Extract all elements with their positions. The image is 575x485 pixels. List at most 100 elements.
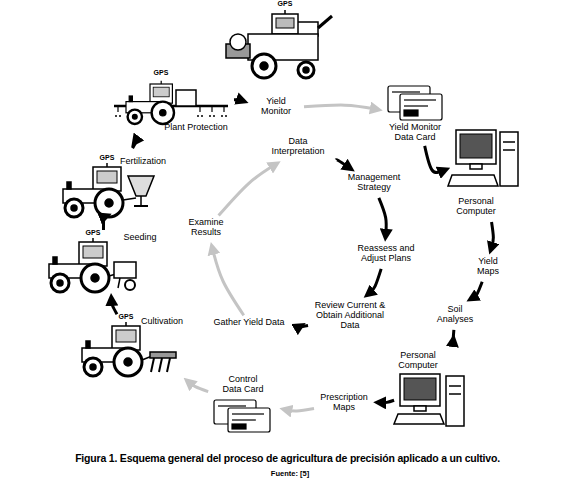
card-chip (404, 110, 418, 116)
keyboard (448, 175, 498, 186)
header-reel (230, 34, 246, 50)
cultivator-frame (150, 352, 176, 358)
cultivator-tine (159, 358, 162, 372)
nozzle (223, 106, 224, 112)
card-stripe (232, 419, 256, 420)
text-frame: Management Strategy (338, 172, 410, 192)
drop (119, 115, 121, 117)
monitor (400, 374, 440, 406)
drop (201, 115, 203, 117)
seeding-tractor (49, 238, 136, 292)
drop (221, 115, 223, 117)
flow-arrow (102, 217, 106, 230)
gps-label: GPS (67, 154, 147, 161)
flow-arrow (190, 383, 209, 392)
text-frame: Yield Monitor (250, 96, 302, 116)
node-label: Examine Results (182, 217, 230, 237)
cultivator-tine (167, 358, 170, 372)
spray-nozzles (118, 106, 224, 112)
tractor (63, 163, 123, 217)
gps-label: GPS (245, 0, 325, 7)
wheel-hub (260, 62, 268, 70)
cultivator-tine (151, 358, 154, 372)
text-frame: Yield Maps (468, 256, 508, 276)
flow-arrow (287, 408, 314, 411)
spreader (140, 196, 142, 206)
combine-cab (272, 14, 298, 34)
text-frame: Soil Analyses (432, 304, 478, 324)
flow-arrow (381, 400, 394, 402)
nozzle (117, 106, 118, 112)
node-label: Yield Maps (468, 256, 508, 276)
flow-arrow (111, 301, 116, 314)
step-node: Yield Monitor Data Card (384, 84, 446, 144)
fertilizer-tractor (63, 163, 154, 217)
text-frame: Yield Monitor Data Card (384, 122, 446, 142)
step-node: Yield Monitor (250, 96, 302, 120)
step-node: Yield Maps (468, 256, 508, 280)
combine-wheel (252, 54, 276, 78)
text-frame: Fertilization (114, 156, 172, 166)
drive-slot (449, 393, 461, 395)
monitor-stand (414, 406, 426, 411)
card-stripe (232, 413, 264, 414)
flow-arrow (473, 282, 482, 298)
step-node: Soil Analyses (432, 304, 478, 328)
flow-arrow (453, 330, 454, 343)
flow-arrow (370, 269, 381, 293)
text-frame: Data Interpretation (262, 136, 334, 156)
node-label: Review Current & Obtain Additional Data (310, 300, 390, 330)
computer-icon (448, 130, 518, 186)
keyboard (394, 414, 444, 424)
data-card (228, 408, 270, 432)
connector-group (103, 100, 493, 411)
drop (209, 115, 211, 117)
sprayer-tractor (126, 81, 174, 124)
data-card-icon (214, 400, 270, 432)
drop (115, 115, 117, 117)
node-label: Yield Monitor (250, 96, 302, 116)
text-frame: Cultivation (136, 316, 188, 326)
node-label: Data Interpretation (262, 136, 334, 156)
node-label: Personal Computer (396, 350, 440, 370)
spray-drops (115, 115, 227, 117)
drive-slot (503, 149, 515, 151)
hitch (123, 198, 136, 200)
text-frame: Reassess and Adjust Plans (350, 243, 422, 263)
computer-tower (446, 376, 464, 426)
tractor (82, 322, 142, 376)
computer-icon (394, 374, 464, 426)
card-stripe (404, 99, 436, 100)
text-frame: Review Current & Obtain Additional Data (310, 300, 390, 330)
node-label: Fertilization (114, 156, 172, 166)
step-node: Plant Protection (114, 66, 232, 134)
card-stripe (404, 105, 428, 106)
flow-arrow (336, 160, 348, 168)
node-label: Prescription Maps (316, 392, 372, 412)
figure-caption: Figura 1. Esquema general del proceso de… (0, 452, 575, 464)
step-node: Prescription Maps (316, 392, 372, 416)
seed-box (114, 262, 136, 278)
source-note: Fuente: [5] (250, 469, 330, 478)
flow-arrow (133, 138, 138, 148)
step-node: Personal Computer (396, 350, 468, 428)
step-node: Personal Computer (452, 128, 520, 220)
node-label: Seeding (120, 232, 160, 242)
press-wheel (125, 280, 135, 290)
monitor-stand (470, 164, 482, 169)
step-node: Data Interpretation (262, 136, 334, 160)
unloading-auger (318, 16, 332, 28)
gps-label: GPS (53, 229, 133, 236)
monitor-screen (404, 378, 436, 400)
text-frame: Personal Computer (452, 196, 500, 216)
text-frame: Prescription Maps (316, 392, 372, 412)
text-frame: Plant Protection (160, 122, 232, 132)
flow-arrow (304, 105, 375, 109)
node-label: Control Data Card (218, 374, 268, 394)
step-node: Cultivation (80, 316, 188, 378)
gps-label: GPS (86, 313, 166, 320)
tractor (49, 238, 109, 292)
